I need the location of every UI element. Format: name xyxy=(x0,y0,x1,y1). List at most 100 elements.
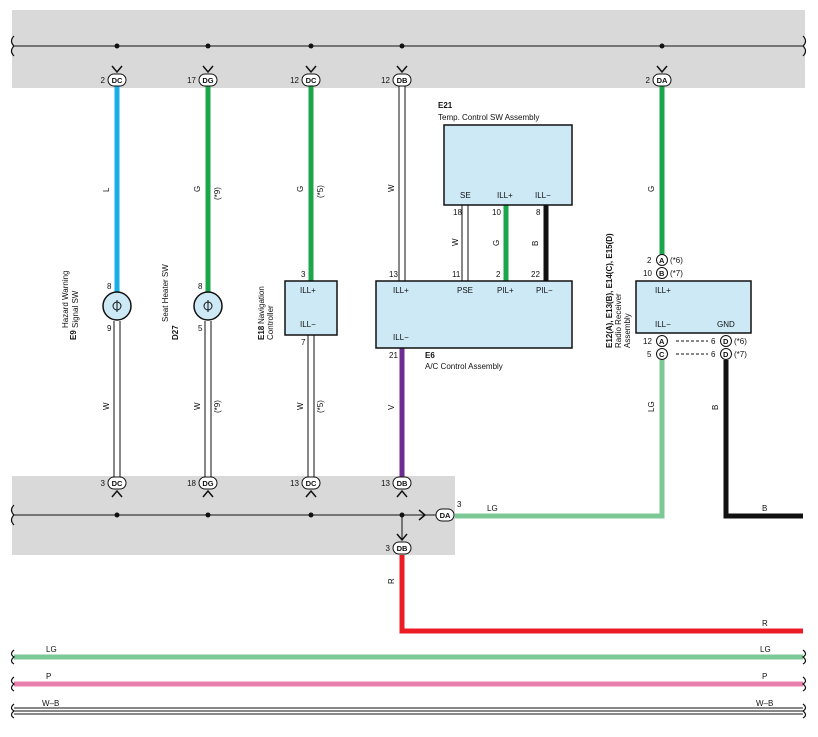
wc-e18-n5: (*5) xyxy=(316,185,325,198)
d27-name: Seat Heater SW xyxy=(161,264,170,322)
pin-d27-bot: 5 xyxy=(198,324,203,333)
wc-red-r: R xyxy=(762,619,768,628)
wc-e21-b: B xyxy=(531,241,540,246)
wire-bottom-p xyxy=(10,676,807,692)
radio-note-7a: (*7) xyxy=(670,269,683,278)
wc-e18-w: W xyxy=(296,402,305,410)
splice-bottom-1-pin: 3 xyxy=(101,479,106,488)
wc-d27-w: W xyxy=(193,402,202,410)
radio-pin-cc: 5 xyxy=(647,350,652,359)
radio-pin-b: 10 xyxy=(643,269,652,278)
wc-bottom-p-right: P xyxy=(762,672,767,681)
wc-db-r: R xyxy=(387,578,396,584)
splice-top-1: DC2 xyxy=(101,65,127,87)
radio-codes: E12(A), E13(B), E14(C), E15(D) xyxy=(605,233,614,348)
e6-pin-ill-minus: ILL− xyxy=(393,333,409,342)
radio-conn-a: A xyxy=(659,256,665,265)
splice-top-3-pin: 12 xyxy=(290,76,299,85)
wc-d27-g: G xyxy=(193,186,202,192)
radio-line2: Assembly xyxy=(623,313,632,348)
e9-code: E9 xyxy=(69,330,78,340)
e6-pin-ill-plus: ILL+ xyxy=(393,286,409,295)
e18-box xyxy=(284,280,338,336)
splice-bottom-4: DB 13 xyxy=(381,476,412,498)
splice-top-5-code: DA xyxy=(657,76,668,85)
radio-pin-ill-plus: ILL+ xyxy=(655,286,671,295)
splice-bottom-1-code: DC xyxy=(112,479,123,488)
wc-bottom-lg-right: LG xyxy=(760,645,771,654)
radio-note-6b: (*6) xyxy=(734,337,747,346)
splice-bottom-5-pin: 3 xyxy=(457,500,462,509)
splice-bottom-4-pin: 13 xyxy=(381,479,390,488)
pin-e21-illm: 8 xyxy=(536,208,541,217)
splice-bottom-2-pin: 18 xyxy=(187,479,196,488)
splice-bottom-6: DB3 xyxy=(386,533,412,555)
pin-e9-top: 8 xyxy=(107,282,112,291)
splice-bottom-3-code: DC xyxy=(306,479,317,488)
pin-e18-top: 3 xyxy=(301,270,306,279)
splice-bottom-4-code: DB xyxy=(397,479,408,488)
e6-pin-pil-minus: PIL− xyxy=(536,286,553,295)
wire-color-labels: L G (*9) G (*5) W G W G B W W (*9) W (*5… xyxy=(102,184,720,584)
wire-radio-lg xyxy=(455,360,665,519)
e18-pin-ill-plus: ILL+ xyxy=(300,286,316,295)
wc-bottom-wb-right: W–B xyxy=(756,699,773,708)
e21-pin-se: SE xyxy=(460,191,471,200)
e18-line2: Controller xyxy=(266,305,275,340)
wc-radio-b: B xyxy=(711,405,720,410)
wc-bottom-p-left: P xyxy=(46,672,51,681)
pin-e9-bot: 9 xyxy=(107,324,112,333)
wc-radio-g: G xyxy=(647,186,656,192)
e18-label: E18 Navigation Controller xyxy=(257,286,275,340)
wc-bottom-lg-left: LG xyxy=(46,645,57,654)
splice-bottom-6-pin: 3 xyxy=(386,544,391,553)
d27-label: D27 Seat Heater SW xyxy=(161,264,180,340)
splice-top-1-code: DC xyxy=(112,76,123,85)
radio-label: E12(A), E13(B), E14(C), E15(D) Radio Rec… xyxy=(605,233,632,348)
radio-conn-a2: A xyxy=(659,337,665,346)
wc-e21-w: W xyxy=(451,238,460,246)
d27-switch xyxy=(193,291,223,321)
wc-bottom-wb-left: W–B xyxy=(42,699,59,708)
e21-code: E21 xyxy=(438,101,453,110)
splice-top-2-code: DG xyxy=(202,76,213,85)
radio-pin-gnd: GND xyxy=(717,320,735,329)
pin-e6-illm: 21 xyxy=(389,351,398,360)
e21-pin-ill-plus: ILL+ xyxy=(497,191,513,200)
pin-e6-pse: 11 xyxy=(452,270,461,279)
pin-d27-top: 8 xyxy=(198,282,203,291)
radio-pin-d2: 6 xyxy=(711,350,716,359)
e6-box xyxy=(375,280,573,349)
radio-conn-c: C xyxy=(659,350,665,359)
wc-e21-g: G xyxy=(492,240,501,246)
radio-conn-d1: D xyxy=(723,337,729,346)
radio-conn-b: B xyxy=(659,269,665,278)
pin-e21-se: 18 xyxy=(453,208,462,217)
d27-code: D27 xyxy=(171,325,180,340)
e6-code: E6 xyxy=(425,351,435,360)
wc-e6-v: V xyxy=(387,404,396,410)
wire-radio-b xyxy=(723,360,803,519)
wire-red-r xyxy=(399,555,803,634)
e21-name: Temp. Control SW Assembly xyxy=(438,113,539,122)
wire-bottom-wb xyxy=(10,703,807,719)
splice-top-4-code: DB xyxy=(397,76,408,85)
splice-bottom-5: DA3 xyxy=(418,500,462,522)
wc-e9-w: W xyxy=(102,402,111,410)
radio-pin-ca: 12 xyxy=(643,337,652,346)
e6-name: A/C Control Assembly xyxy=(425,362,503,371)
radio-note-6a: (*6) xyxy=(670,256,683,265)
e21-pin-ill-minus: ILL− xyxy=(535,191,551,200)
radio-pin-a: 2 xyxy=(647,256,652,265)
pin-e18-bot: 7 xyxy=(301,338,306,347)
radio-conn-d2: D xyxy=(723,350,729,359)
pin-e6-illp: 13 xyxy=(389,270,398,279)
e6-pin-pil-plus: PIL+ xyxy=(497,286,514,295)
pin-e21-illp: 10 xyxy=(492,208,501,217)
e9-line2: Signal SW xyxy=(71,290,80,328)
